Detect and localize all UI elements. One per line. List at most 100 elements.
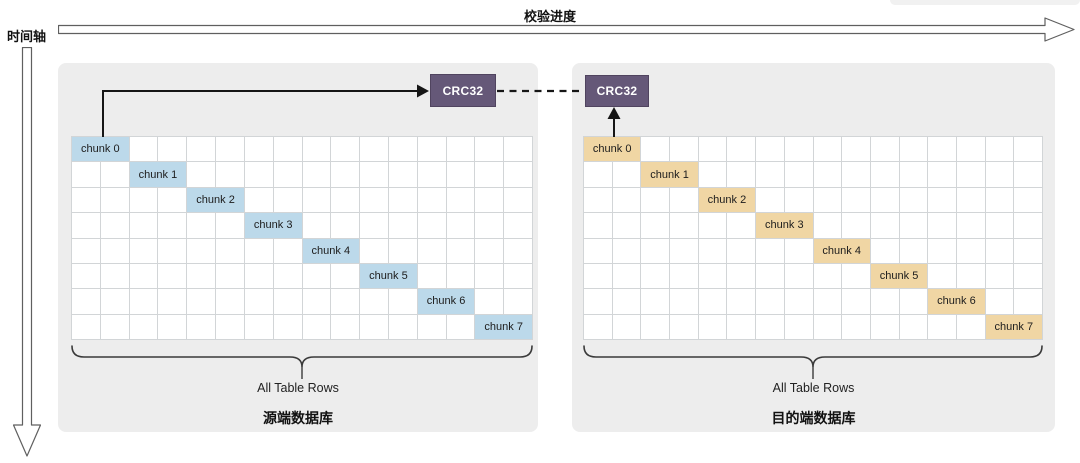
grid-cell [158, 137, 188, 163]
grid-cell [129, 137, 159, 163]
grid-cell [813, 213, 843, 239]
grid-cell [1014, 289, 1043, 315]
grid-cell [899, 162, 929, 188]
chunk-cell: chunk 2 [187, 187, 245, 214]
grid-cell [956, 213, 986, 239]
grid-cell [698, 238, 728, 264]
grid-cell [187, 314, 217, 340]
grid-cell [756, 162, 785, 188]
grid-cell [273, 238, 303, 264]
grid-cell [216, 263, 245, 290]
grid-cell [670, 314, 699, 340]
grid-cell [331, 187, 361, 214]
grid-cell [698, 213, 728, 239]
grid-cell [158, 263, 188, 290]
grid-cell [417, 238, 447, 264]
grid-cell [129, 213, 159, 239]
grid-cell [784, 314, 814, 340]
grid-cell [1014, 263, 1043, 290]
grid-cell [302, 289, 332, 315]
grid-cell [727, 314, 757, 340]
grid-cell [985, 137, 1015, 163]
down-arrow-shape [13, 47, 41, 457]
grid-cell [475, 213, 505, 239]
grid-cell [870, 314, 900, 340]
right-arrow-shape [58, 17, 1075, 42]
grid-cell [446, 162, 476, 188]
chunk-cell: chunk 7 [475, 314, 533, 340]
grid-cell [216, 289, 245, 315]
grid-cell [956, 314, 986, 340]
grid-cell [842, 137, 871, 163]
grid-cell [72, 289, 101, 315]
source-underbrace [71, 345, 533, 379]
grid-cell [244, 263, 274, 290]
grid-cell [504, 263, 533, 290]
grid-cell [360, 238, 389, 264]
grid-cell [985, 238, 1015, 264]
cropped-toolbar-remnant [890, 0, 1080, 5]
chunk-cell: chunk 6 [928, 289, 986, 315]
grid-cell [302, 263, 332, 290]
grid-cell [928, 187, 957, 214]
grid-cell [670, 289, 699, 315]
chunk-cell: chunk 1 [641, 162, 699, 188]
grid-cell [928, 238, 957, 264]
grid-cell [727, 263, 757, 290]
grid-cell [784, 238, 814, 264]
grid-cell [584, 263, 613, 290]
grid-cell [784, 289, 814, 315]
grid-cell [985, 187, 1015, 214]
chunk-cell: chunk 0 [584, 137, 642, 163]
grid-cell [584, 238, 613, 264]
grid-cell [475, 238, 505, 264]
grid-cell [641, 137, 671, 163]
grid-cell [899, 289, 929, 315]
grid-cell [158, 187, 188, 214]
grid-cell [612, 289, 642, 315]
grid-cell [331, 314, 361, 340]
grid-cell [216, 314, 245, 340]
source-brace-label: All Table Rows [257, 381, 339, 395]
grid-cell [244, 137, 274, 163]
grid-cell [302, 162, 332, 188]
grid-cell [641, 289, 671, 315]
grid-cell [504, 162, 533, 188]
grid-cell [388, 289, 418, 315]
grid-cell [727, 213, 757, 239]
grid-cell [331, 263, 361, 290]
grid-cell [72, 213, 101, 239]
grid-cell [1014, 187, 1043, 214]
grid-cell [899, 187, 929, 214]
chunk-cell: chunk 5 [360, 263, 418, 290]
grid-cell [813, 137, 843, 163]
grid-cell [446, 263, 476, 290]
grid-cell [813, 187, 843, 214]
grid-cell [899, 238, 929, 264]
grid-cell [985, 263, 1015, 290]
grid-cell [100, 213, 130, 239]
destination-crc32-label: CRC32 [596, 84, 638, 98]
grid-cell [899, 314, 929, 340]
grid-cell [388, 162, 418, 188]
grid-cell [100, 289, 130, 315]
grid-cell [129, 314, 159, 340]
grid-cell [784, 187, 814, 214]
chunk-cell: chunk 5 [870, 263, 929, 290]
chunk-cell: chunk 1 [129, 162, 188, 188]
grid-cell [72, 187, 101, 214]
grid-cell [475, 162, 505, 188]
grid-cell [584, 213, 613, 239]
grid-cell [388, 238, 418, 264]
grid-cell [756, 137, 785, 163]
grid-cell [813, 289, 843, 315]
grid-cell [475, 187, 505, 214]
grid-cell [956, 162, 986, 188]
destination-crc32-box: CRC32 [585, 75, 649, 107]
grid-cell [244, 289, 274, 315]
grid-cell [72, 263, 101, 290]
grid-cell [417, 213, 447, 239]
grid-cell [504, 137, 533, 163]
grid-cell [670, 238, 699, 264]
